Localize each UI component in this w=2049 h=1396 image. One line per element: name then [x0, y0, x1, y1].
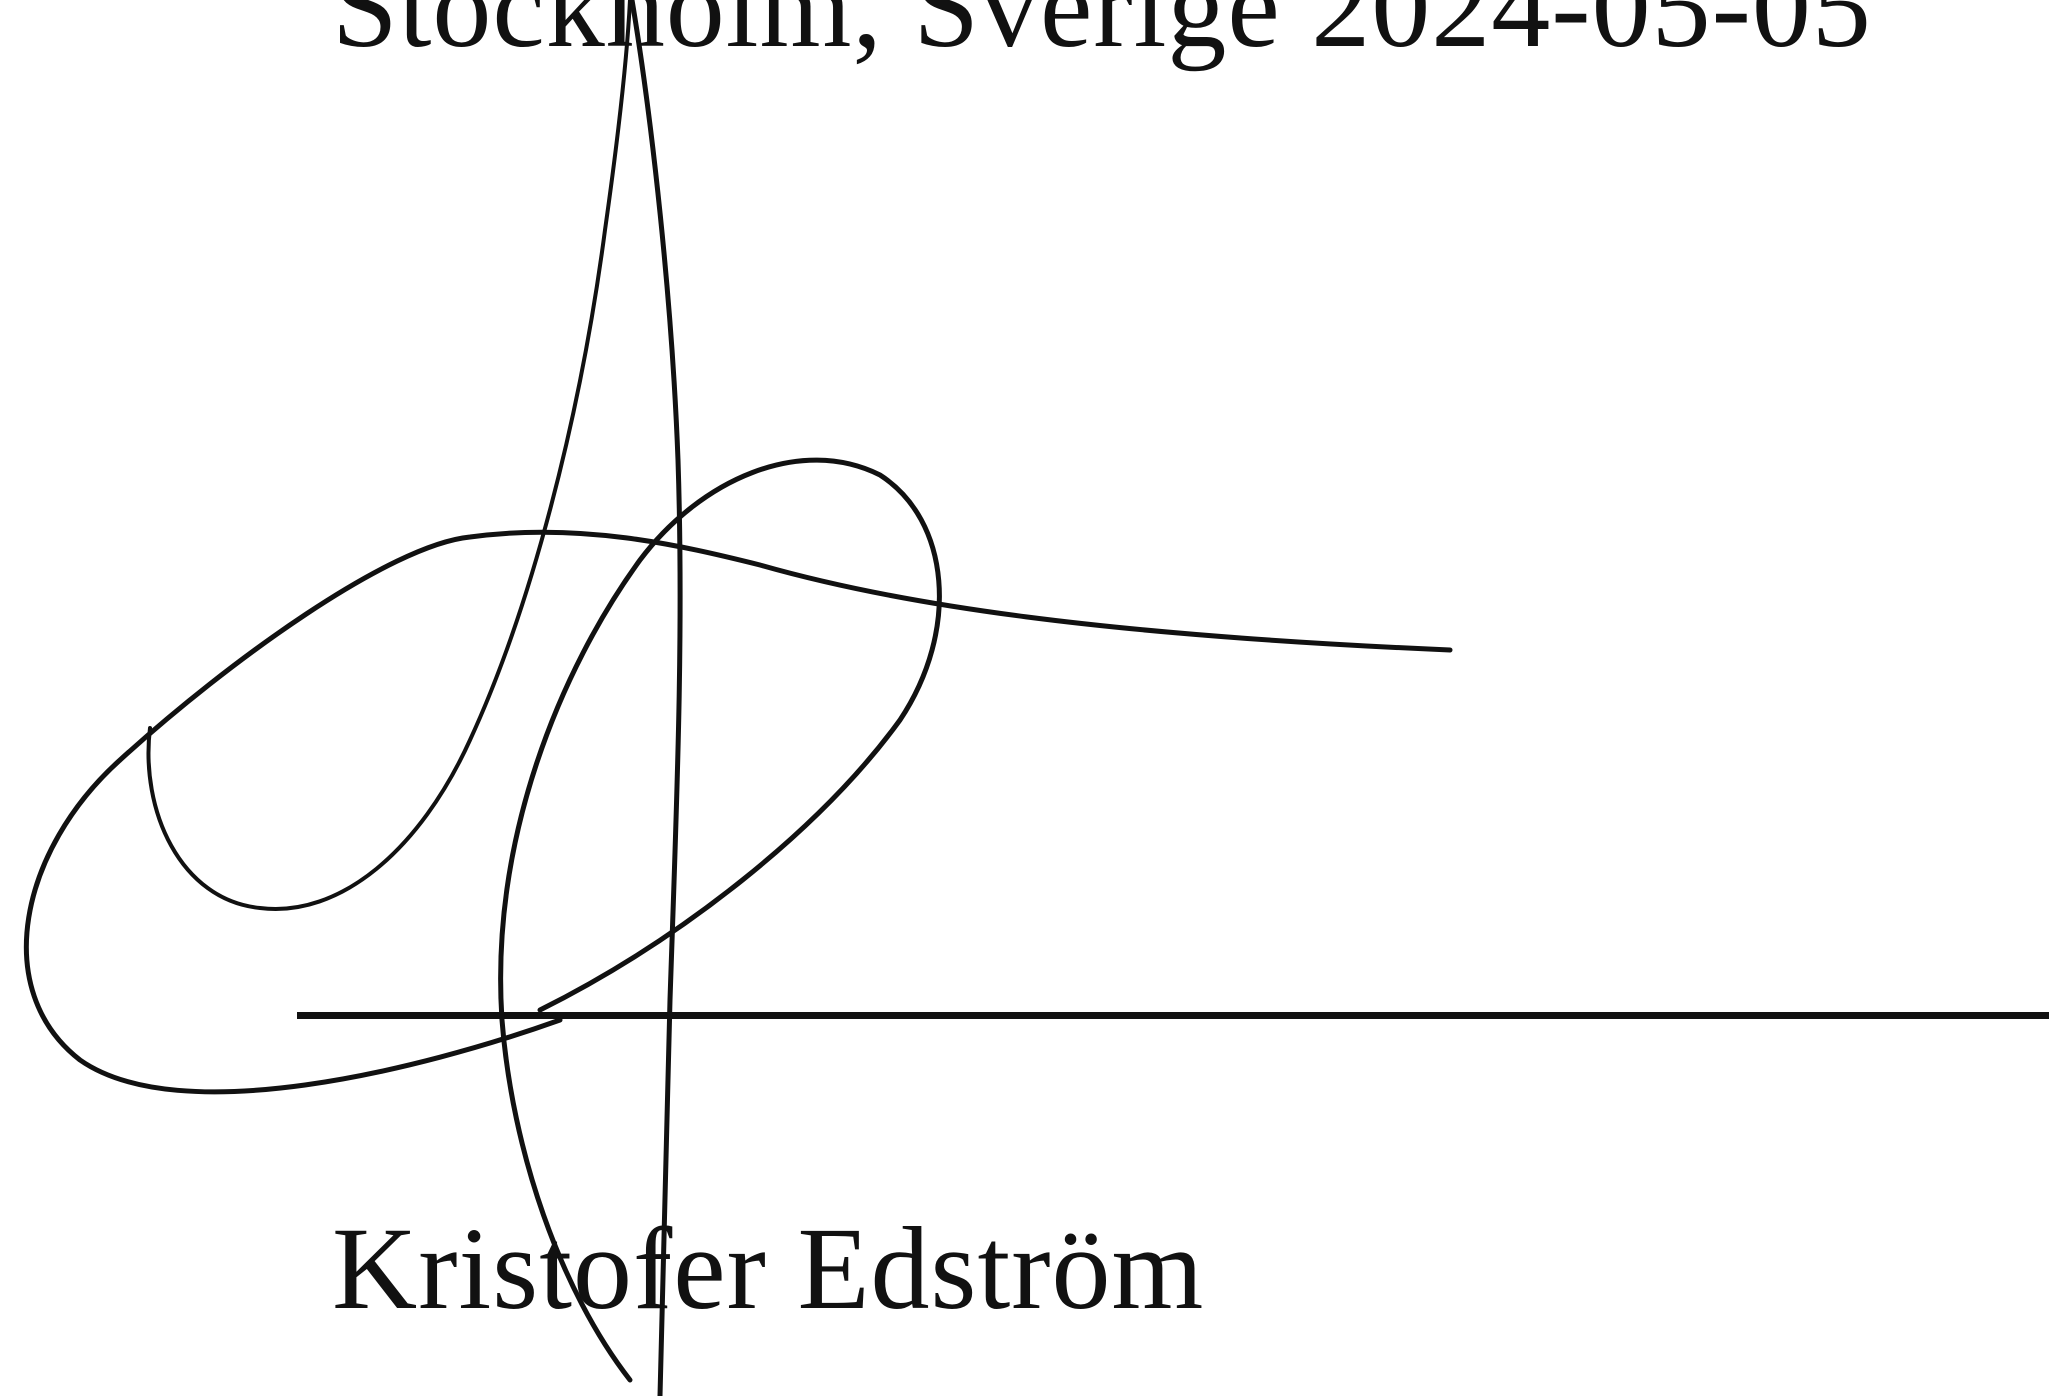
signature-line	[297, 1012, 2049, 1019]
signature-stroke-tall-loop-right	[629, 0, 683, 1396]
signer-name: Kristofer Edström	[332, 1203, 1205, 1334]
place-and-date: Stockholm, Sverige 2024-05-05	[332, 0, 1872, 72]
signature-stroke-outer-loop	[23, 529, 1453, 1095]
signature-stroke-tall-loop-left	[146, 0, 632, 911]
